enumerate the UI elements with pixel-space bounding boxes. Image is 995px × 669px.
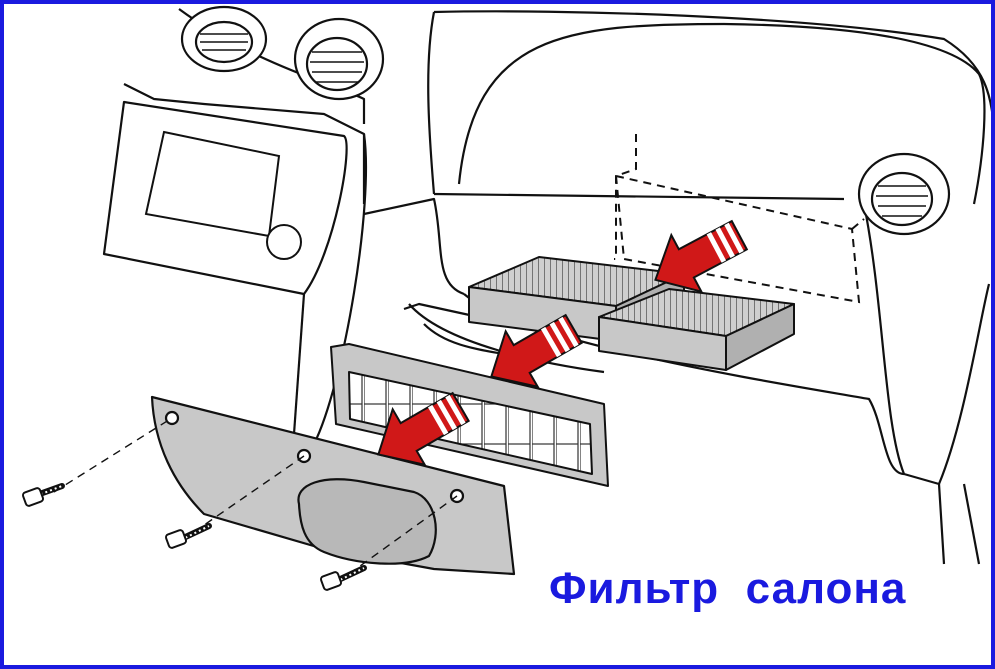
screw-icon bbox=[164, 455, 305, 549]
diagram-caption: Фильтр салона bbox=[549, 564, 907, 613]
filter-cover-grid bbox=[330, 343, 609, 487]
removal-arrow-icon bbox=[490, 313, 584, 389]
air-vent-icon bbox=[293, 17, 385, 101]
screw-icon bbox=[319, 495, 458, 591]
radio-unit bbox=[144, 130, 302, 260]
screw-icon bbox=[21, 417, 173, 507]
removal-arrow-icon bbox=[654, 219, 749, 294]
air-vent-icon bbox=[180, 5, 268, 73]
dashboard-illustration bbox=[21, 5, 991, 591]
filter-housing-outline bbox=[614, 134, 865, 304]
cabin-filter-icon bbox=[598, 288, 795, 371]
air-vent-icon bbox=[857, 152, 951, 236]
removal-arrow-icon bbox=[377, 391, 471, 467]
